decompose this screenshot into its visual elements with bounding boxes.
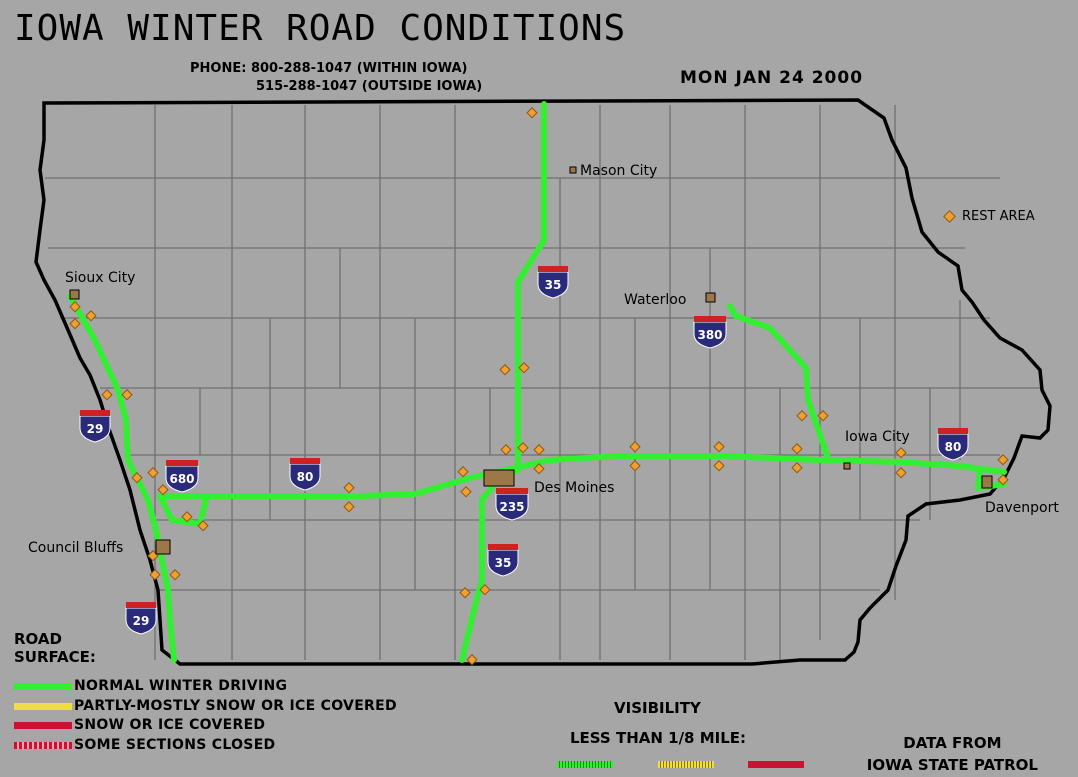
road-i680 — [157, 493, 209, 527]
svg-text:235: 235 — [499, 500, 524, 514]
visibility-title: VISIBILITY — [614, 699, 701, 717]
data-credit: DATA FROM IOWA STATE PATROL — [867, 732, 1038, 776]
visibility-swatch-partly — [658, 761, 714, 768]
svg-text:680: 680 — [169, 472, 194, 486]
rest-area-label: REST AREA — [962, 209, 1035, 224]
svg-text:35: 35 — [545, 278, 562, 292]
interstate-shields: 35 380 29 680 80 235 — [79, 266, 969, 635]
shield-i35-south: 35 — [487, 544, 519, 577]
legend-item-normal: NORMAL WINTER DRIVING — [14, 677, 287, 695]
legend-title-line-1: ROAD — [14, 630, 62, 648]
shield-i80-east: 80 — [937, 428, 969, 461]
road-i380 — [727, 303, 831, 461]
city-label-mason-city: Mason City — [580, 163, 657, 179]
city-label-davenport: Davenport — [985, 500, 1059, 516]
road-davenport-spur — [975, 467, 1007, 491]
legend-swatch-closed — [14, 741, 72, 749]
shield-i29-north: 29 — [79, 410, 111, 443]
shield-i80-west: 80 — [289, 458, 321, 491]
city-label-iowa-city: Iowa City — [845, 429, 910, 445]
phone-line-1: PHONE: 800-288-1047 (WITHIN IOWA) — [190, 61, 468, 76]
visibility-swatch-normal — [557, 761, 613, 768]
shield-i235: 235 — [495, 488, 529, 521]
credit-line-1: DATA FROM — [903, 734, 1002, 752]
credit-line-2: IOWA STATE PATROL — [866, 756, 1038, 774]
shield-i29-south: 29 — [125, 602, 157, 635]
legend-title-line-2: SURFACE: — [14, 648, 96, 666]
shield-i35-north: 35 — [537, 266, 569, 299]
state-border — [34, 98, 1052, 666]
legend-label-normal: NORMAL WINTER DRIVING — [74, 678, 288, 694]
city-label-waterloo: Waterloo — [624, 292, 686, 308]
legend-item-covered: SNOW OR ICE COVERED — [14, 716, 265, 734]
legend-swatch-normal — [14, 682, 72, 690]
legend-swatch-covered — [14, 721, 72, 729]
road-i80 — [157, 453, 1007, 499]
legend-swatch-partly — [14, 702, 72, 710]
legend-item-partly: PARTLY-MOSTLY SNOW OR ICE COVERED — [14, 697, 397, 715]
legend-label-covered: SNOW OR ICE COVERED — [74, 717, 266, 733]
legend-item-closed: SOME SECTIONS CLOSED — [14, 736, 275, 754]
visibility-subtitle: LESS THAN 1/8 MILE: — [570, 729, 747, 747]
city-label-council-bluffs: Council Bluffs — [28, 540, 123, 556]
city-markers — [69, 166, 993, 555]
map-title: IOWA WINTER ROAD CONDITIONS — [14, 8, 627, 49]
report-date: MON JAN 24 2000 — [680, 68, 864, 88]
shield-i680: 680 — [165, 460, 199, 493]
legend-title: ROAD SURFACE: — [14, 630, 96, 666]
city-label-des-moines: Des Moines — [534, 480, 614, 496]
roads — [67, 101, 1007, 663]
legend-label-partly: PARTLY-MOSTLY SNOW OR ICE COVERED — [74, 698, 397, 714]
city-label-sioux-city: Sioux City — [65, 270, 135, 286]
shield-i380: 380 — [693, 316, 727, 349]
road-i35-north — [459, 101, 547, 663]
svg-text:29: 29 — [87, 422, 104, 436]
visibility-swatch-covered — [748, 761, 804, 768]
phone-info: PHONE: 800-288-1047 (WITHIN IOWA) 515-28… — [190, 60, 482, 96]
svg-text:35: 35 — [495, 556, 512, 570]
legend-label-closed: SOME SECTIONS CLOSED — [74, 737, 276, 753]
phone-line-2: 515-288-1047 (OUTSIDE IOWA) — [256, 79, 483, 94]
rest-areas — [69, 107, 1009, 666]
svg-text:80: 80 — [945, 440, 962, 454]
city-labels: Mason City Sioux City Waterloo Iowa City… — [28, 163, 1059, 556]
road-i29 — [67, 293, 177, 663]
diamond-icon — [943, 210, 956, 223]
county-lines — [45, 105, 1040, 660]
rest-area-key: REST AREA — [943, 209, 1035, 224]
svg-text:29: 29 — [133, 614, 150, 628]
svg-text:80: 80 — [297, 470, 314, 484]
svg-text:380: 380 — [697, 328, 722, 342]
